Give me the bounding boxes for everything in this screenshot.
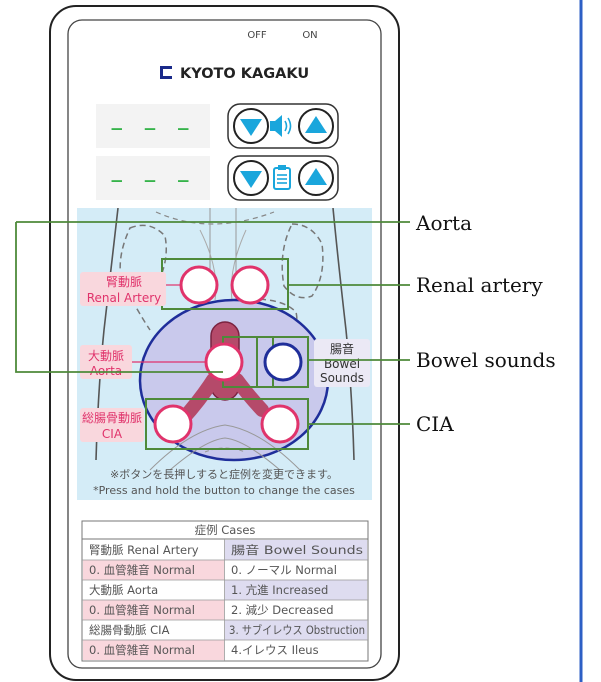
cia-vessel-right (230, 373, 269, 417)
display-top-text: – – – (110, 113, 196, 143)
display-top (96, 104, 210, 148)
label-aorta-jp: 大動脈 (88, 349, 124, 363)
cases-left-row: 総腸骨動脈 CIA (89, 623, 170, 637)
callout-renal-artery: Renal artery (416, 273, 543, 297)
label-renal-jp: 腎動脈 (106, 275, 142, 289)
renal-point-left[interactable] (179, 265, 219, 305)
cases-left-row: 腎動脈 Renal Artery (89, 543, 199, 557)
volume-up-button[interactable] (298, 108, 334, 144)
cases-right-row: 腸音 Bowel Sounds (231, 543, 363, 557)
switch-off-label: OFF (247, 30, 267, 41)
label-renal-artery: 腎動脈 Renal Artery (80, 272, 182, 306)
cases-right-row: 1. 亢進 Increased (231, 583, 328, 597)
cases-left-row: 0. 血管雑音 Normal (89, 643, 195, 657)
label-bowel-sounds: 腸音 Bowel Sounds (314, 339, 370, 387)
label-cia-en: CIA (102, 427, 123, 441)
cases-right-row: 3. サブイレウス Obstruction (229, 623, 365, 637)
cia-point-right[interactable] (260, 404, 300, 444)
label-aorta: 大動脈 Aorta (80, 345, 207, 379)
label-cia-jp: 総腸骨動脈 (82, 411, 142, 425)
bowel-point[interactable] (263, 342, 303, 382)
label-bowel-en2: Sounds (320, 371, 364, 385)
cases-left-row: 0. 血管雑音 Normal (89, 563, 195, 577)
callout-bowel-sounds: Bowel sounds (416, 348, 556, 372)
speaker-icon (270, 115, 292, 137)
renal-point-right[interactable] (230, 265, 270, 305)
cases-left-row: 大動脈 Aorta (89, 583, 158, 597)
label-bowel-jp: 腸音 (330, 341, 354, 356)
brand-logo-icon (160, 66, 172, 79)
aorta-point[interactable] (204, 342, 244, 382)
label-aorta-en: Aorta (90, 364, 122, 378)
case-down-button[interactable] (233, 160, 269, 196)
callout-aorta: Aorta (415, 211, 472, 235)
cia-point-left[interactable] (153, 404, 193, 444)
label-renal-en: Renal Artery (87, 291, 162, 305)
volume-down-button[interactable] (233, 108, 269, 144)
clipboard-icon (273, 165, 291, 190)
right-border (579, 0, 601, 682)
cases-table-title: 症例 Cases (195, 523, 256, 537)
switch-on-label: ON (302, 30, 317, 41)
brand-name: KYOTO KAGAKU (180, 66, 309, 82)
cases-table: 症例 Cases 腎動脈 Renal Artery 0. 血管雑音 Normal… (81, 520, 369, 662)
case-up-button[interactable] (298, 160, 334, 196)
display-bottom-text: – – – (110, 165, 196, 195)
cases-right-row: 0. ノーマル Normal (231, 563, 337, 577)
display-bottom (96, 156, 210, 200)
note-en: *Press and hold the button to change the… (93, 484, 355, 497)
cases-left-row: 0. 血管雑音 Normal (89, 603, 195, 617)
cases-right-row: 4.イレウス Ileus (231, 643, 319, 657)
callout-line-aorta (15, 221, 410, 373)
callout-cia: CIA (416, 412, 454, 436)
bowel-frame (256, 336, 309, 388)
label-cia: 総腸骨動脈 CIA (80, 408, 144, 442)
cases-right-row: 2. 減少 Decreased (231, 603, 334, 617)
note-jp: ※ボタンを長押しすると症例を変更できます。 (110, 467, 338, 481)
